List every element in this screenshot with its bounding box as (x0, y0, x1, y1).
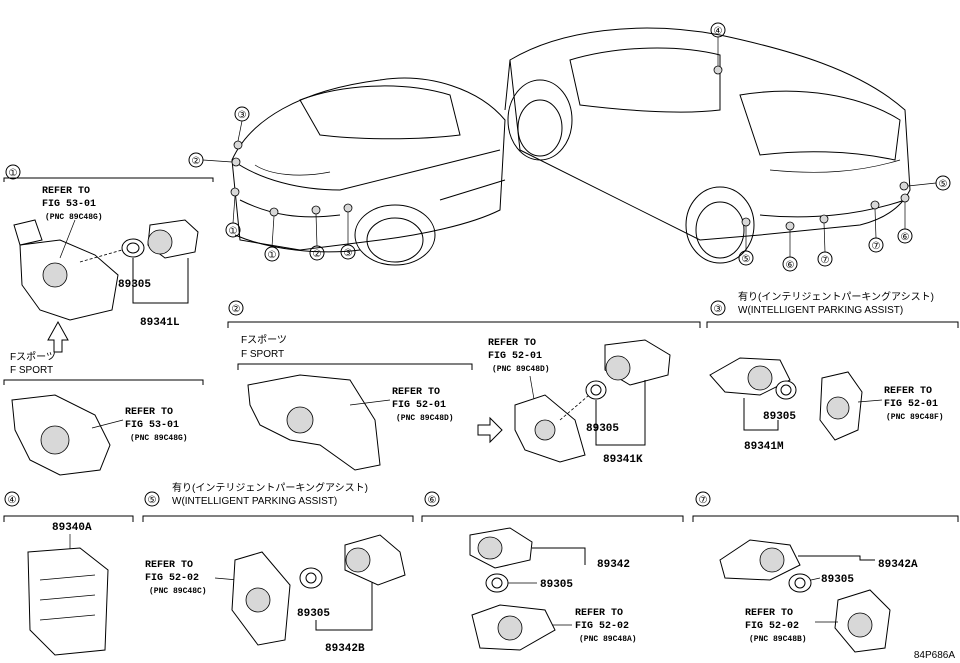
callout-front-3a: ③ (238, 110, 247, 121)
g1-fig-label[interactable]: FIG 53-01 (42, 199, 96, 210)
g2-part-89341K[interactable]: 89341K (603, 454, 643, 466)
g1-pnc2-label: (PNC 89C48G) (130, 434, 188, 443)
g6-pnc-label: (PNC 89C48A) (579, 635, 637, 644)
group-1-number: ① (9, 168, 18, 179)
callout-rear-5b: ⑤ (742, 254, 751, 265)
g5-refer-label: REFER TO (145, 560, 193, 571)
g6-refer-label: REFER TO (575, 608, 623, 619)
group-3-number: ③ (714, 304, 723, 315)
group-6-number: ⑥ (428, 495, 437, 506)
group-7: ⑦ 89342A 89305 REFER TO FIG 52-02 (PNC 8… (692, 491, 959, 653)
g2-sport-bracket (247, 374, 381, 471)
callout-rear-5a: ⑤ (939, 179, 948, 190)
g3-part-89305[interactable]: 89305 (763, 411, 796, 423)
callout-front-1a: ① (229, 226, 238, 237)
group-3: ③ 有り(インテリジェントパーキングアシスト) W(INTELLIGENT PA… (706, 290, 959, 453)
g3-refer-label: REFER TO (884, 386, 932, 397)
g2-fig2-label[interactable]: FIG 52-01 (488, 351, 542, 362)
g3-fig-label[interactable]: FIG 52-01 (884, 399, 938, 410)
group-1: ① REFER TO FIG 53-01 (PNC 89C48G) 89305 … (3, 164, 214, 476)
g6-part-89305[interactable]: 89305 (540, 579, 573, 591)
group-5: ⑤ 有り(インテリジェントパーキングアシスト) W(INTELLIGENT PA… (142, 481, 414, 655)
group-2-number: ② (232, 304, 241, 315)
g3-part-89341M[interactable]: 89341M (744, 441, 784, 453)
group-7-number: ⑦ (699, 495, 708, 506)
front-vehicle-illustration (231, 77, 506, 266)
g2-part-89305[interactable]: 89305 (586, 423, 619, 435)
rear-callouts: ④ ⑤ ⑤ ⑥ ⑦ ⑦ ⑥ (710, 22, 951, 272)
g2-refer1-label: REFER TO (392, 387, 440, 398)
group-5-number: ⑤ (148, 495, 157, 506)
g1-part-89341L[interactable]: 89341L (140, 317, 180, 329)
g5-sensor-89342B (344, 534, 406, 586)
g2-pnc1-label: (PNC 89C48D) (396, 414, 454, 423)
g3-note-jp: 有り(インテリジェントパーキングアシスト) (738, 290, 934, 303)
g2-pnc2-label: (PNC 89C48D) (492, 365, 550, 374)
g2-fig1-label[interactable]: FIG 52-01 (392, 400, 446, 411)
g4-ecu-module (27, 547, 109, 656)
g1-part-89305[interactable]: 89305 (118, 279, 151, 291)
g7-pnc-label: (PNC 89C48B) (749, 635, 807, 644)
up-arrow-icon (47, 320, 69, 353)
g5-part-89342B[interactable]: 89342B (325, 643, 365, 655)
g7-fig-label[interactable]: FIG 52-02 (745, 621, 799, 632)
g5-note-en: W(INTELLIGENT PARKING ASSIST) (172, 496, 337, 507)
g5-part-89305[interactable]: 89305 (297, 608, 330, 620)
callout-front-1b: ① (268, 250, 277, 261)
group-4-number: ④ (8, 495, 17, 506)
g2-sport-jp: Fスポーツ (241, 334, 287, 346)
group-6: ⑥ 89342 89305 REFER TO FIG 52-02 (PNC 89… (421, 491, 684, 651)
right-arrow-icon (477, 416, 503, 444)
callout-rear-6a: ⑥ (786, 260, 795, 271)
callout-rear-7b: ⑦ (872, 241, 881, 252)
g6-part-89342[interactable]: 89342 (597, 559, 630, 571)
g4-part-89340A[interactable]: 89340A (52, 522, 92, 534)
g1-refer2-label: REFER TO (125, 407, 173, 418)
g7-refer-label: REFER TO (745, 608, 793, 619)
g2-sport-en: F SPORT (241, 349, 284, 360)
g5-pnc-label: (PNC 89C48C) (149, 587, 207, 596)
callout-rear-7a: ⑦ (821, 255, 830, 266)
callout-front-2b: ② (313, 249, 322, 260)
callout-rear-4: ④ (714, 26, 723, 37)
g5-fig-label[interactable]: FIG 52-02 (145, 573, 199, 584)
g7-part-89305[interactable]: 89305 (821, 574, 854, 586)
group-4: ④ 89340A (3, 491, 134, 656)
g1-sport-en: F SPORT (10, 365, 53, 376)
g2-refer2-label: REFER TO (488, 338, 536, 349)
front-callouts: ① ① ② ② ③ ③ (188, 106, 356, 262)
callout-rear-6b: ⑥ (901, 232, 910, 243)
rear-vehicle-illustration (504, 27, 911, 264)
g3-pnc-label: (PNC 89C48F) (886, 413, 944, 422)
g1-refer-label: REFER TO (42, 186, 90, 197)
group-2: ② Fスポーツ F SPORT REFER TO FIG 52-01 (PNC … (227, 300, 701, 471)
g1-pnc-label: (PNC 89C48G) (45, 213, 103, 222)
diagram-code: 84P686A (914, 650, 955, 661)
g6-fig-label[interactable]: FIG 52-02 (575, 621, 629, 632)
g1-fig2-label[interactable]: FIG 53-01 (125, 420, 179, 431)
callout-front-2a: ② (192, 156, 201, 167)
g1-sport-jp: Fスポーツ (10, 351, 56, 363)
g7-part-89342A[interactable]: 89342A (878, 559, 918, 571)
g1-bracket (19, 239, 119, 321)
g5-note-jp: 有り(インテリジェントパーキングアシスト) (172, 481, 368, 494)
callout-front-3b: ③ (344, 248, 353, 259)
g3-note-en: W(INTELLIGENT PARKING ASSIST) (738, 305, 903, 316)
